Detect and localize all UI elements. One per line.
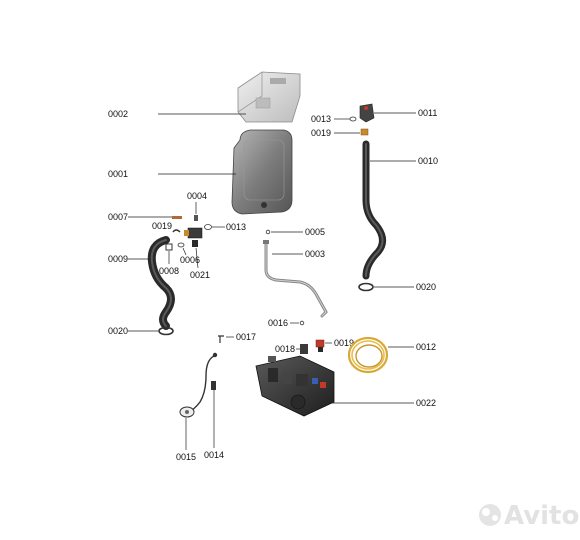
part-0006-seal — [177, 242, 185, 248]
label-0020-left: 0020 — [108, 326, 128, 336]
watermark-text: Avito — [504, 501, 579, 531]
label-0006: 0006 — [180, 255, 200, 265]
label-0015: 0015 — [176, 452, 196, 462]
part-0008-clip — [165, 243, 173, 251]
label-0019-top: 0019 — [311, 128, 331, 138]
label-0014: 0014 — [204, 450, 224, 460]
label-0001: 0001 — [108, 169, 128, 179]
label-0016: 0016 — [268, 318, 288, 328]
part-0019-clip-top — [360, 128, 369, 136]
part-0020-hose-clamp-right — [358, 282, 374, 292]
label-0003: 0003 — [305, 249, 325, 259]
label-0002: 0002 — [108, 109, 128, 119]
leader-0021 — [195, 247, 199, 269]
part-0015-pressure-sensor — [179, 406, 195, 418]
part-0017-pin — [218, 335, 224, 343]
label-0019-left: 0019 — [152, 221, 172, 231]
label-0019-bottom: 0019 — [334, 338, 354, 348]
label-0013-left: 0013 — [226, 222, 246, 232]
label-0007: 0007 — [108, 212, 128, 222]
part-0014-connector — [211, 381, 216, 390]
label-0004: 0004 — [187, 191, 207, 201]
part-0007-screw — [172, 216, 182, 219]
label-0009: 0009 — [108, 254, 128, 264]
part-0014-cable — [187, 352, 218, 413]
part-0013-o-ring-left — [204, 224, 212, 230]
label-0005: 0005 — [305, 227, 325, 237]
part-0021-valve — [184, 227, 203, 247]
part-0020-hose-clamp-left — [158, 326, 174, 336]
label-0011: 0011 — [418, 108, 437, 118]
part-0004-small-fitting — [194, 215, 198, 221]
label-0022: 0022 — [416, 398, 436, 408]
label-0012: 0012 — [416, 342, 436, 352]
label-0017: 0017 — [236, 332, 256, 342]
part-0019-clip-bottom — [315, 339, 325, 352]
part-0010-flexible-hose — [362, 140, 386, 280]
part-0001-expansion-vessel — [231, 129, 293, 215]
part-0003-pipe — [263, 240, 328, 318]
label-0008: 0008 — [159, 266, 179, 276]
label-0020-right: 0020 — [416, 282, 436, 292]
part-0018-sensor — [300, 344, 308, 354]
leader-0006 — [182, 247, 187, 256]
label-0010: 0010 — [418, 156, 438, 166]
label-0021: 0021 — [190, 270, 210, 280]
part-0012-coiled-tube — [347, 336, 389, 374]
part-0022-hydraulic-block — [255, 355, 335, 417]
part-0009-hose — [147, 236, 175, 330]
part-0013-o-ring-top — [349, 116, 357, 122]
part-0016-seal — [299, 320, 305, 326]
part-0002-bracket — [237, 71, 301, 123]
label-0018: 0018 — [275, 344, 295, 354]
watermark-logo-icon — [479, 504, 501, 526]
part-0005-seal — [265, 229, 271, 235]
part-0011-elbow-fitting — [359, 103, 375, 123]
label-0013-top: 0013 — [311, 114, 331, 124]
part-0019-clip-left — [172, 229, 181, 233]
watermark: Avito — [479, 501, 579, 531]
